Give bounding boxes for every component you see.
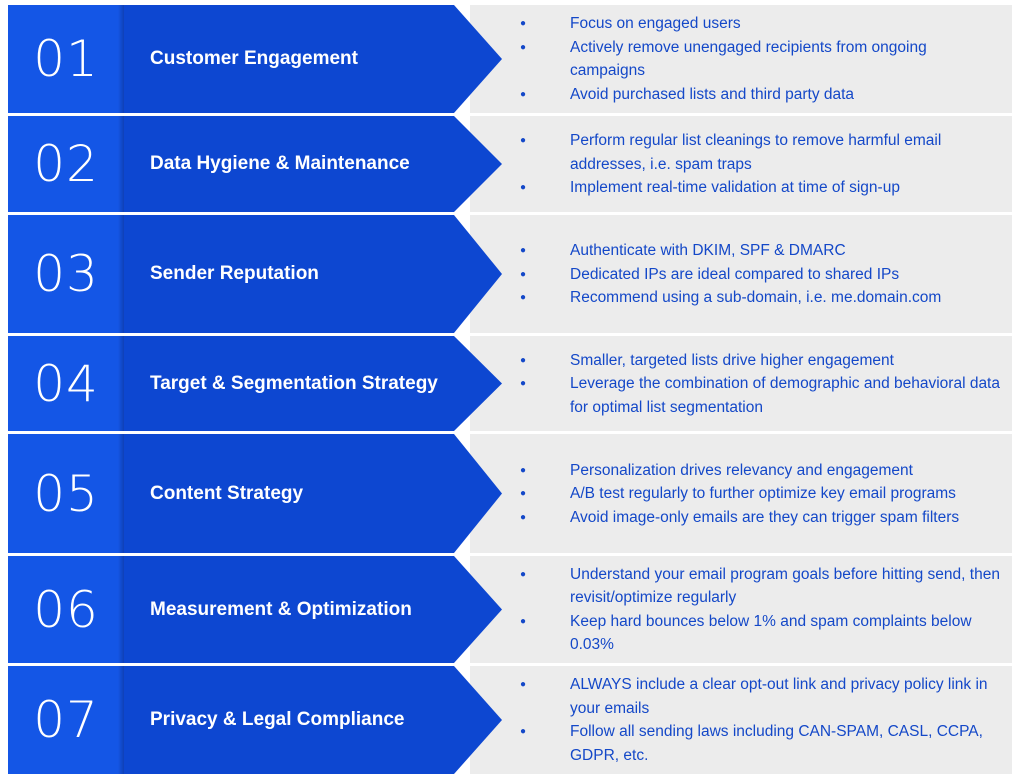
step-bullet: Implement real-time validation at time o… [520, 176, 1000, 200]
step-bullet-list: ALWAYS include a clear opt-out link and … [520, 673, 1000, 767]
step-bullet-list: Authenticate with DKIM, SPF & DMARCDedic… [520, 239, 1000, 310]
step-row-02: 02 Data Hygiene & Maintenance Perform regu… [0, 116, 1024, 212]
step-bullet: Avoid purchased lists and third party da… [520, 83, 1000, 107]
step-row-07: 07 Privacy & Legal Compliance ALWAYS inclu… [0, 666, 1024, 774]
step-arrow [124, 215, 502, 333]
step-number: 01 [8, 5, 124, 113]
step-bullet: Personalization drives relevancy and eng… [520, 458, 1000, 482]
step-bullet-list: Focus on engaged usersActively remove un… [520, 12, 1000, 106]
step-bullet: Avoid image-only emails are they can tri… [520, 505, 1000, 529]
step-number: 06 [8, 556, 124, 663]
step-title: Content Strategy [150, 482, 304, 504]
step-row-01: 01 Customer Engagement Focus on engaged us… [0, 5, 1024, 113]
step-bullet: Smaller, targeted lists drive higher eng… [520, 348, 1000, 372]
step-title: Data Hygiene & Maintenance [150, 153, 410, 174]
step-bullet: Leverage the combination of demographic … [520, 372, 1000, 419]
step-arrow [124, 434, 502, 553]
step-bullet: Perform regular list cleanings to remove… [520, 129, 1000, 176]
step-number: 07 [8, 666, 124, 774]
step-row-03: 03 Sender Reputation Authenticate with DKI… [0, 215, 1024, 333]
step-bullet: Follow all sending laws including CAN-SP… [520, 720, 1000, 767]
step-arrow [124, 116, 502, 212]
step-bullet-list: Smaller, targeted lists drive higher eng… [520, 348, 1000, 419]
step-arrow [124, 556, 502, 663]
step-bullet-list: Perform regular list cleanings to remove… [520, 129, 1000, 200]
step-number: 03 [8, 215, 124, 333]
step-arrow [124, 666, 502, 774]
step-arrow [124, 5, 502, 113]
step-title: Customer Engagement [150, 48, 358, 69]
step-title: Sender Reputation [150, 263, 319, 284]
step-bullet-list: Personalization drives relevancy and eng… [520, 458, 1000, 529]
step-number: 04 [8, 336, 124, 431]
step-bullet: Recommend using a sub-domain, i.e. me.do… [520, 286, 1000, 310]
step-bullet: Actively remove unengaged recipients fro… [520, 36, 1000, 83]
step-row-05: 05 Content Strategy Personalization drives… [0, 434, 1024, 553]
step-bullet: Authenticate with DKIM, SPF & DMARC [520, 239, 1000, 263]
step-title: Target & Segmentation Strategy [150, 372, 438, 394]
step-number: 05 [8, 434, 124, 553]
step-row-04: 04 Target & Segmentation Strategy Smaller,… [0, 336, 1024, 431]
step-bullet: Dedicated IPs are ideal compared to shar… [520, 262, 1000, 286]
step-title: Measurement & Optimization [150, 598, 412, 620]
step-number: 02 [8, 116, 124, 212]
step-bullet: ALWAYS include a clear opt-out link and … [520, 673, 1000, 720]
step-bullet: Understand your email program goals befo… [520, 563, 1000, 610]
step-bullet: A/B test regularly to further optimize k… [520, 482, 1000, 506]
step-bullet: Focus on engaged users [520, 12, 1000, 36]
step-bullet: Keep hard bounces below 1% and spam comp… [520, 610, 1000, 657]
step-bullet-list: Understand your email program goals befo… [520, 563, 1000, 657]
step-row-06: 06 Measurement & Optimization Understand y… [0, 556, 1024, 663]
step-title: Privacy & Legal Compliance [150, 709, 405, 730]
step-arrow [124, 336, 502, 431]
